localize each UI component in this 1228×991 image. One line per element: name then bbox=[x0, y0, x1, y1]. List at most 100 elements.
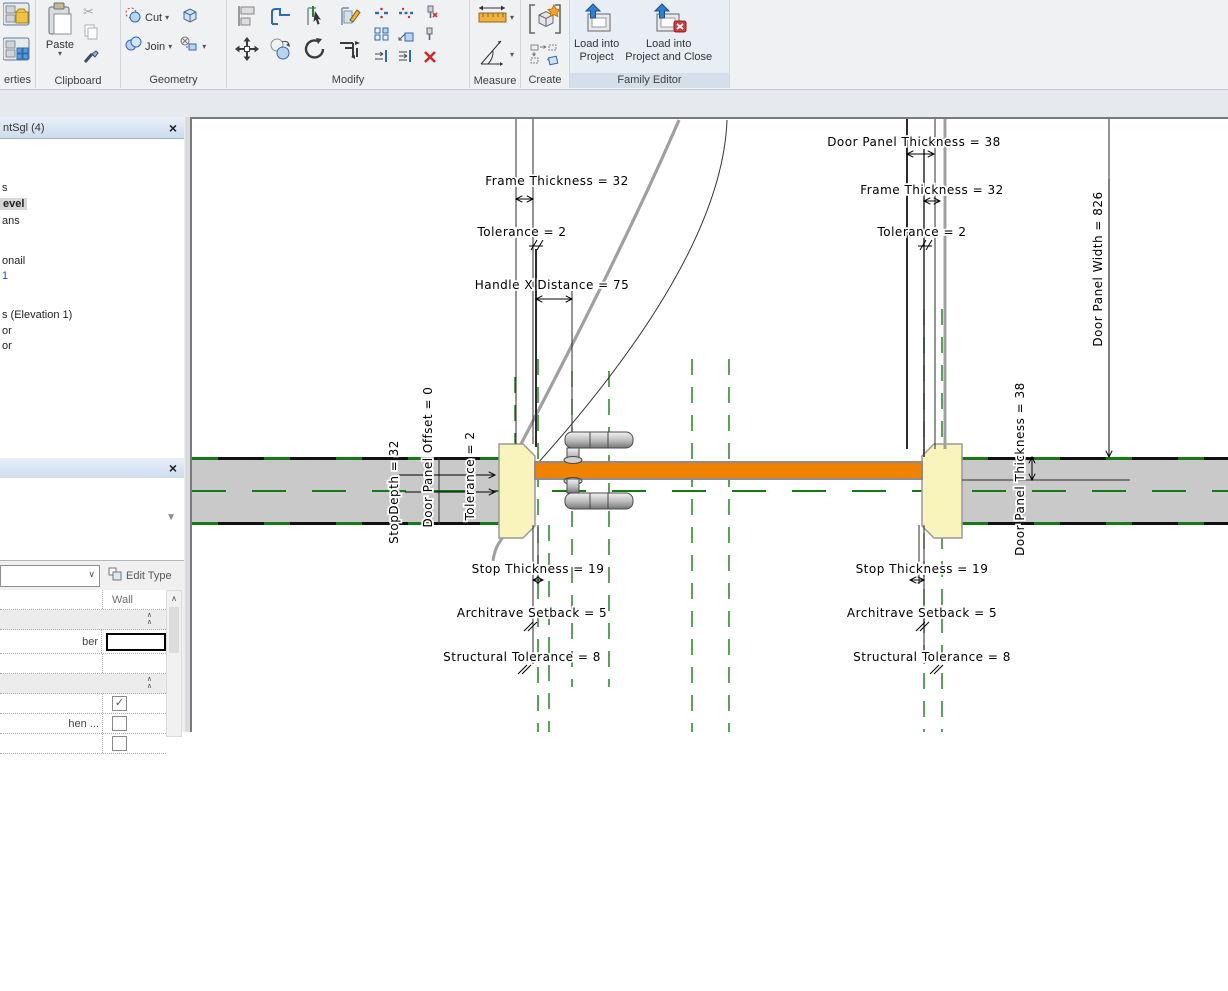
collapse-icon[interactable]: ∧∧ bbox=[146, 612, 152, 626]
number-input[interactable] bbox=[106, 632, 166, 651]
properties-close-icon[interactable]: × bbox=[168, 460, 177, 476]
array-icon[interactable] bbox=[374, 27, 390, 47]
edit-type-button[interactable]: Edit Type bbox=[108, 567, 172, 584]
scale-icon[interactable] bbox=[398, 27, 414, 47]
section-header-row[interactable]: ∧∧ bbox=[0, 610, 166, 630]
family-types-icon[interactable] bbox=[2, 2, 31, 33]
panel-label-modify: Modify bbox=[331, 74, 365, 86]
join-caret-icon[interactable]: ▾ bbox=[168, 41, 173, 51]
dimension-lines[interactable] bbox=[399, 150, 1113, 675]
link-icon[interactable] bbox=[179, 35, 199, 58]
project-browser-header[interactable]: ntSgl (4) × bbox=[0, 118, 184, 139]
solid-icon[interactable] bbox=[180, 6, 200, 29]
property-row-checkbox[interactable]: ✓ bbox=[0, 694, 166, 714]
cut-clipboard-icon[interactable]: ✂ bbox=[83, 4, 94, 19]
collapse-icon[interactable]: ∧∧ bbox=[146, 676, 152, 690]
drawing-canvas[interactable]: Frame Thickness = 32 Tolerance = 2 Handl… bbox=[190, 117, 1228, 732]
browser-item[interactable]: or bbox=[2, 325, 12, 337]
load-into-project-close-button[interactable]: Load into Project and Close bbox=[625, 2, 712, 64]
cope-icon[interactable] bbox=[268, 3, 294, 34]
property-row-checkbox[interactable]: hen ... bbox=[0, 714, 166, 734]
browser-item[interactable]: ans bbox=[2, 215, 20, 227]
edit-profile-icon[interactable] bbox=[336, 3, 362, 34]
browser-item-current-view[interactable]: evel bbox=[0, 198, 28, 210]
type-selector-preview[interactable]: ▼ bbox=[0, 478, 184, 561]
group-icon[interactable] bbox=[530, 44, 560, 71]
trim-extend-multiple-icon[interactable] bbox=[398, 49, 414, 69]
scroll-up-icon[interactable]: ∧ bbox=[171, 594, 177, 603]
pin-icon[interactable] bbox=[422, 27, 438, 47]
dimension-labels[interactable]: Frame Thickness = 32 Tolerance = 2 Handl… bbox=[385, 133, 1107, 666]
split-element-icon[interactable] bbox=[374, 6, 390, 25]
sidebar: ntSgl (4) × s evel ans onail 1 s (Elevat… bbox=[0, 117, 190, 991]
door-swing-arc-inner[interactable] bbox=[537, 119, 728, 464]
door-panel[interactable] bbox=[534, 461, 923, 480]
copy-clipboard-icon[interactable] bbox=[83, 24, 99, 45]
angle-caret-icon[interactable]: ▾ bbox=[509, 49, 514, 59]
paste-icon bbox=[45, 2, 75, 39]
browser-item-selected[interactable]: 1 bbox=[2, 270, 9, 282]
project-browser-close-icon[interactable]: × bbox=[168, 120, 177, 136]
door-swing-arc-outer[interactable] bbox=[508, 119, 681, 466]
join-geometry-label[interactable]: Join bbox=[145, 40, 166, 53]
browser-item[interactable]: or bbox=[2, 340, 12, 352]
panel-family-editor: Load into Project Load into Project and … bbox=[570, 0, 730, 88]
align-icon[interactable] bbox=[234, 3, 260, 34]
rotate-icon[interactable] bbox=[302, 36, 328, 67]
cut-profile-icon[interactable] bbox=[302, 3, 328, 34]
copy-icon[interactable] bbox=[268, 36, 294, 67]
checkbox-checked[interactable]: ✓ bbox=[112, 696, 127, 711]
door-frame-left[interactable] bbox=[498, 443, 536, 539]
scroll-thumb[interactable] bbox=[169, 607, 179, 653]
host-value: Wall bbox=[112, 593, 133, 606]
load-into-project-close-label-2: Project and Close bbox=[625, 51, 713, 63]
browser-item[interactable]: s (Elevation 1) bbox=[2, 309, 73, 321]
property-row-host[interactable]: Wall bbox=[0, 590, 166, 610]
measure-icon[interactable] bbox=[476, 2, 510, 33]
dim-frame-thickness-right: Frame Thickness = 32 bbox=[860, 183, 1003, 197]
type-selector-drop-icon[interactable]: ▼ bbox=[166, 512, 176, 523]
trim-extend-corner-icon[interactable] bbox=[374, 49, 390, 69]
link-caret-icon[interactable]: ▾ bbox=[202, 41, 207, 51]
reference-planes[interactable] bbox=[514, 309, 943, 732]
browser-item[interactable]: s bbox=[2, 182, 8, 194]
measure-caret-icon[interactable]: ▾ bbox=[509, 12, 514, 22]
paste-caret-icon[interactable]: ▾ bbox=[57, 49, 62, 58]
load-into-project-close-label-1: Load into bbox=[646, 38, 692, 50]
load-into-project-button[interactable]: Load into Project bbox=[574, 2, 619, 64]
browser-item[interactable]: onail bbox=[2, 255, 26, 267]
split-with-gap-icon[interactable] bbox=[398, 6, 414, 25]
angle-icon[interactable] bbox=[476, 37, 510, 72]
panel-label-properties: erties bbox=[4, 74, 31, 86]
properties-palette-header[interactable]: × bbox=[0, 458, 184, 479]
component-icon[interactable] bbox=[527, 2, 563, 41]
checkbox-unchecked[interactable] bbox=[112, 716, 127, 731]
load-into-project-label-1: Load into bbox=[574, 38, 620, 50]
cut-geometry-icon[interactable] bbox=[124, 6, 142, 29]
cut-geometry-label[interactable]: Cut bbox=[145, 11, 163, 24]
join-geometry-icon[interactable] bbox=[124, 35, 142, 58]
section-header-row[interactable]: ∧∧ bbox=[0, 674, 166, 694]
family-category-icon[interactable] bbox=[2, 37, 31, 68]
door-handle-top[interactable] bbox=[563, 431, 634, 464]
door-handle-bottom[interactable] bbox=[563, 477, 634, 510]
door-frame-right[interactable] bbox=[921, 443, 963, 539]
delete-icon[interactable] bbox=[423, 50, 438, 69]
property-row-empty[interactable] bbox=[0, 654, 166, 674]
properties-scrollbar[interactable]: ∧ bbox=[166, 590, 182, 737]
match-type-icon[interactable] bbox=[83, 49, 99, 70]
property-row-checkbox[interactable] bbox=[0, 734, 166, 754]
paste-button[interactable]: Paste ▾ bbox=[39, 2, 81, 58]
dim-tolerance-right: Tolerance = 2 bbox=[876, 225, 966, 239]
property-row-number[interactable]: ber bbox=[0, 630, 166, 654]
sidebar-resize-gap[interactable] bbox=[185, 117, 190, 732]
edit-type-icon bbox=[108, 567, 122, 584]
offset-icon[interactable] bbox=[336, 36, 362, 67]
cut-caret-icon[interactable]: ▾ bbox=[165, 12, 170, 22]
type-selector-combo[interactable]: ∨ bbox=[0, 565, 100, 587]
project-browser-tree[interactable]: s evel ans onail 1 s (Elevation 1) or or bbox=[0, 139, 184, 459]
unpin-icon[interactable] bbox=[422, 5, 438, 25]
combo-chevron-icon[interactable]: ∨ bbox=[88, 569, 95, 579]
checkbox-unchecked[interactable] bbox=[112, 736, 127, 751]
move-icon[interactable] bbox=[234, 36, 260, 67]
